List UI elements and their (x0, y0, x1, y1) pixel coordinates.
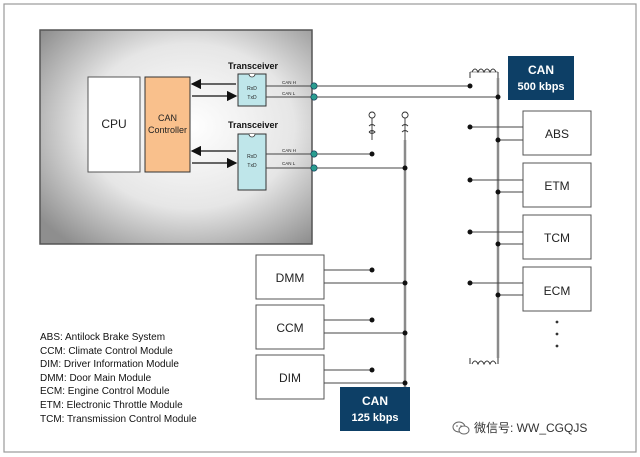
can-controller-label-1: CAN (158, 113, 177, 123)
transceiver-top-canl: CAN L (282, 91, 296, 96)
module-abs-label: ABS (545, 127, 569, 141)
module-abs: ABS (522, 110, 592, 156)
transceiver-top-txd: TxD (247, 95, 257, 101)
connector-dot (310, 164, 318, 172)
transceiver-bottom-canl: CAN L (282, 161, 296, 166)
transceiver-bottom (237, 133, 267, 191)
module-etm: ETM (522, 162, 592, 208)
more-modules-dot (555, 344, 559, 348)
module-ecm: ECM (522, 266, 592, 312)
legend-item: DIM: Driver Information Module (40, 359, 179, 371)
module-dmm: DMM (255, 254, 325, 300)
wechat-icon (452, 421, 470, 434)
module-dim-label: DIM (279, 371, 301, 385)
legend-item: ETM: Electronic Throttle Module (40, 399, 183, 411)
module-etm-label: ETM (544, 179, 569, 193)
bus-low-label-line2: 125 kbps (351, 412, 398, 424)
more-modules-dot (555, 320, 559, 324)
connector-dot (310, 82, 318, 90)
module-dim: DIM (255, 354, 325, 400)
transceiver-label-top: Transceiver (228, 61, 279, 71)
transceiver-label-bottom: Transceiver (228, 120, 279, 130)
module-ecm-label: ECM (544, 284, 571, 298)
module-tcm-label: TCM (544, 231, 570, 245)
legend-item: CCM: Climate Control Module (40, 345, 173, 357)
legend-item: ECM: Engine Control Module (40, 386, 170, 398)
more-modules-dot (555, 332, 559, 336)
watermark: 微信号: WW_CGQJS (452, 419, 587, 436)
transceiver-top-canh: CAN H (282, 80, 296, 85)
module-dmm-label: DMM (276, 271, 305, 285)
transceiver-bottom-txd: TxD (247, 163, 257, 169)
bus-high-label-box (508, 56, 574, 100)
bus-high-label-line2: 500 kbps (517, 81, 564, 93)
bus-low-label-box (340, 387, 410, 431)
connector-dot (310, 150, 318, 158)
module-ccm: CCM (255, 304, 325, 350)
bus-low-label-line1: CAN (362, 394, 388, 408)
can-controller-label-2: Controller (148, 125, 187, 135)
legend: ABS: Antilock Brake System CCM: Climate … (40, 331, 197, 426)
cpu-box (87, 76, 141, 173)
module-ccm-label: CCM (276, 321, 303, 335)
watermark-text: 微信号: WW_CGQJS (474, 421, 588, 435)
cpu-label: CPU (101, 117, 126, 131)
transceiver-top-rxd: RxD (247, 86, 257, 92)
transceiver-top (237, 73, 267, 107)
can-controller-box (144, 76, 191, 173)
legend-item: TCM: Transmission Control Module (40, 413, 197, 425)
transceiver-bottom-rxd: RxD (247, 154, 257, 160)
legend-item: DMM: Door Main Module (40, 372, 152, 384)
transceiver-bottom-canh: CAN H (282, 148, 296, 153)
bus-high-label-line1: CAN (528, 63, 554, 77)
connector-dot (310, 93, 318, 101)
legend-item: ABS: Antilock Brake System (40, 332, 166, 343)
module-tcm: TCM (522, 214, 592, 260)
